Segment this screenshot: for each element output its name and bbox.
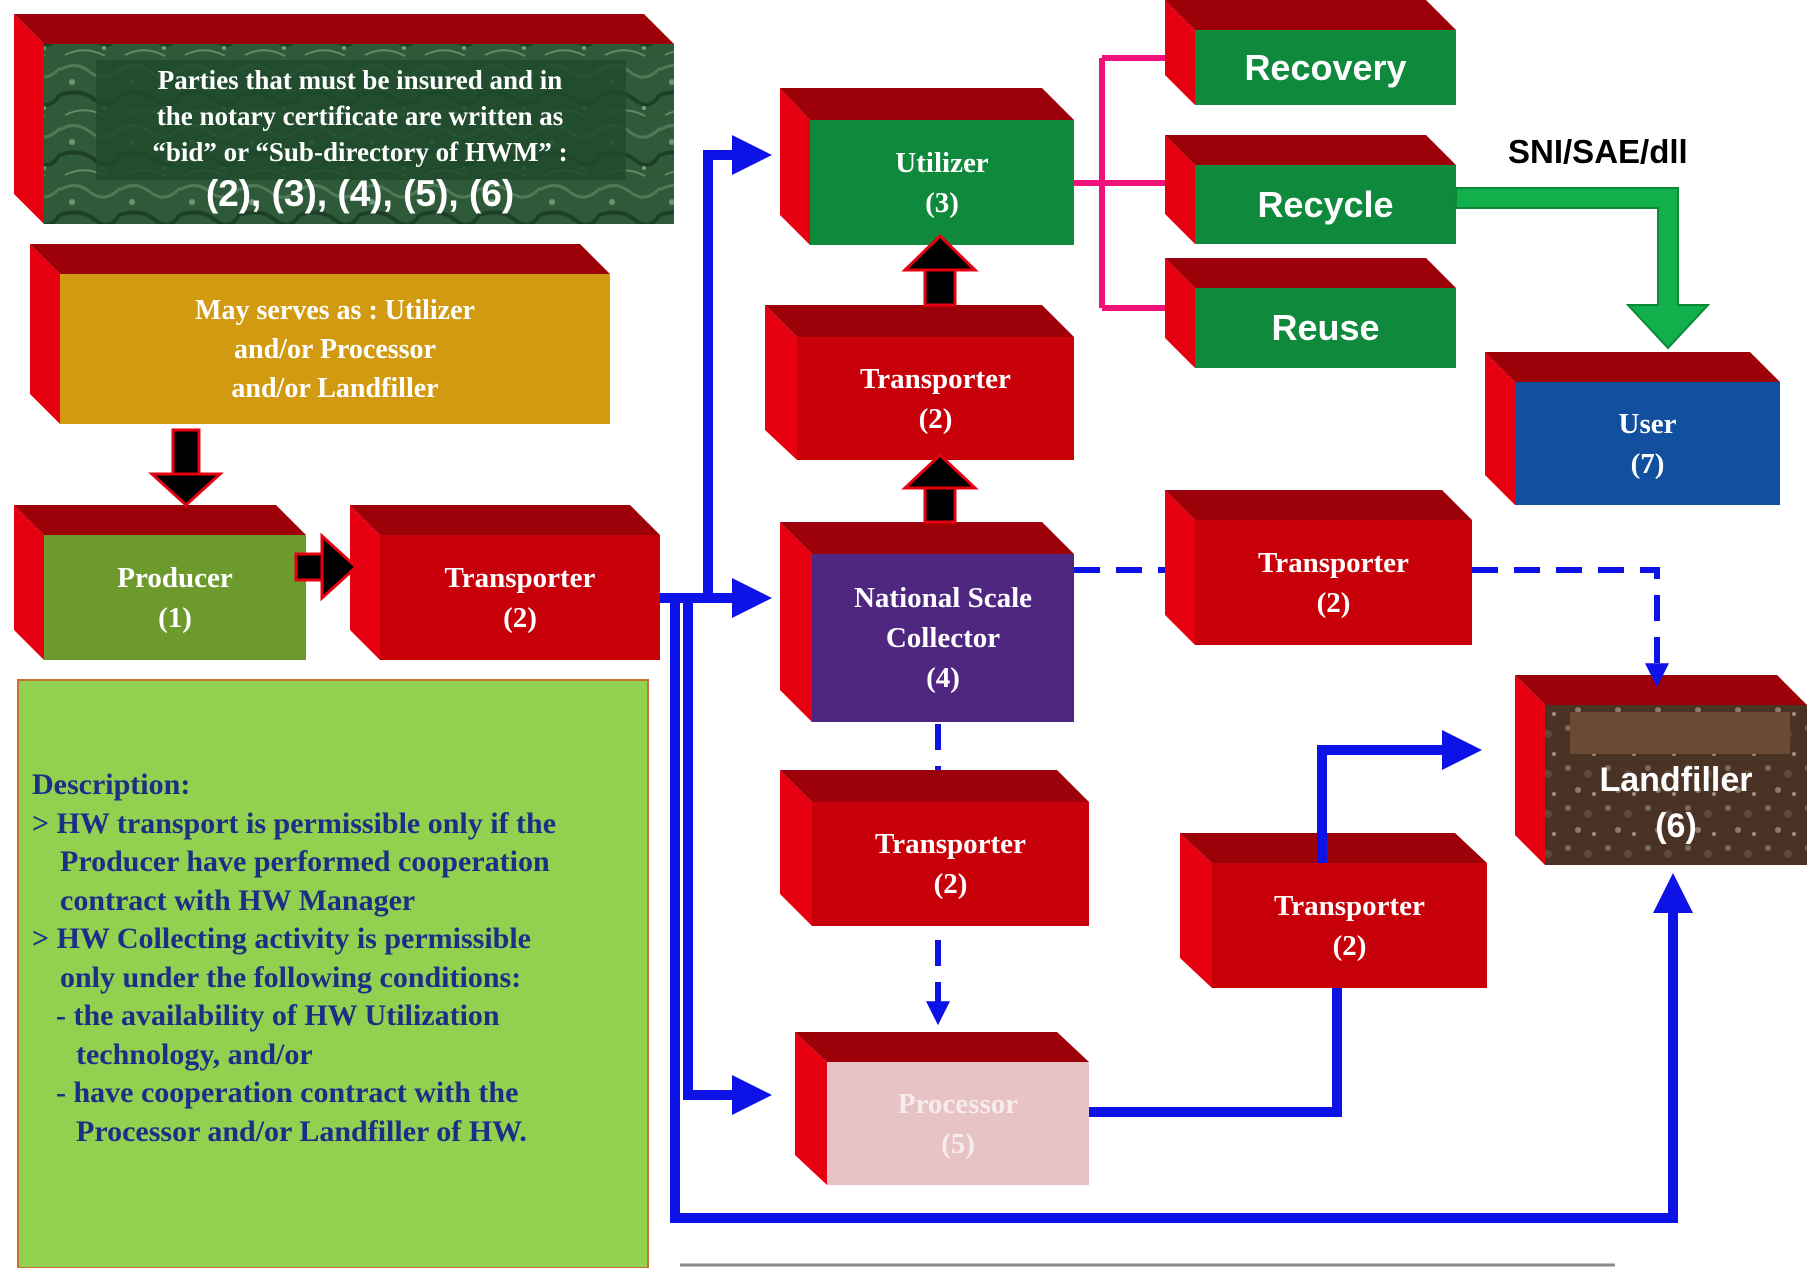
landfiller-name: Landfiller	[1599, 761, 1753, 799]
flows-from-main-transporter	[660, 135, 1693, 1223]
user-label: User (7)	[1515, 382, 1780, 505]
recycle-to-user-arrow	[1455, 187, 1711, 350]
landfiller-label: Landfiller (6)	[1545, 748, 1807, 858]
transporter-upper-code: (2)	[918, 402, 953, 435]
user-box	[1485, 352, 1780, 505]
collector-name-line-2: Collector	[885, 622, 1001, 654]
arrow-collector-to-transporter	[901, 452, 979, 524]
collector-box	[780, 522, 1074, 722]
transporter-main-name: Transporter	[444, 561, 596, 594]
transporter-lower-name: Transporter	[875, 828, 1026, 860]
reuse-label: Reuse	[1195, 288, 1456, 368]
producer-label: Producer (1)	[44, 535, 306, 660]
collector-label: National Scale Collector (4)	[812, 554, 1074, 722]
transporter-bottom-right-name: Transporter	[1274, 889, 1425, 922]
note-line-2: the notary certificate are written as	[156, 101, 564, 131]
description-line-4: > HW Collecting activity is permissible	[32, 922, 531, 955]
arrow-transporter-to-utilizer	[901, 233, 979, 307]
description-line-5: only under the following conditions:	[60, 960, 522, 994]
description-line-9: Processor and/or Landfiller of HW.	[76, 1114, 527, 1148]
transporter-upper-label: Transporter (2)	[797, 337, 1074, 460]
collector-code: (4)	[926, 662, 960, 694]
processor-name: Processor	[897, 1087, 1019, 1120]
note-line-3: “bid” or “Sub-directory of HWM” :	[152, 137, 568, 167]
arrow-producer-to-transporter	[294, 532, 359, 602]
description-box	[17, 679, 649, 1269]
may-serve-line-1: May serves as : Utilizer	[195, 294, 475, 326]
utilizer-output-bracket	[1074, 55, 1165, 311]
note-box-text: Parties that must be insured and in the …	[100, 62, 620, 232]
recovery-label: Recovery	[1195, 30, 1456, 105]
producer-name: Producer	[117, 561, 233, 594]
transporter-main-code: (2)	[503, 601, 537, 634]
landfiller-code: (6)	[1655, 807, 1697, 845]
may-serve-line-2: and/or Processor	[234, 333, 436, 365]
processor-code: (5)	[941, 1127, 975, 1160]
description-line-6: - the availability of HW Utilization	[56, 999, 500, 1032]
producer-box	[14, 505, 306, 660]
user-code: (7)	[1630, 447, 1665, 480]
description-line-8: - have cooperation contract with the	[56, 1076, 519, 1109]
collector-name-line-1: National Scale	[853, 582, 1033, 614]
may-serve-text: May serves as : Utilizer and/or Processo…	[60, 274, 610, 424]
description-line-3: contract with HW Manager	[60, 883, 416, 917]
processor-label: Processor (5)	[827, 1062, 1089, 1185]
transporter-bottom-right-label: Transporter (2)	[1212, 863, 1487, 988]
reuse-box	[1165, 258, 1456, 368]
transporter-main-box	[350, 505, 660, 660]
may-serve-box	[30, 244, 610, 424]
utilizer-name: Utilizer	[895, 146, 989, 179]
note-box	[14, 14, 674, 224]
may-serve-line-3: and/or Landfiller	[231, 372, 439, 404]
transporter-right-label: Transporter (2)	[1195, 520, 1472, 645]
recycle-text: Recycle	[1257, 183, 1394, 225]
recycle-label: Recycle	[1195, 165, 1456, 244]
landfiller-box	[1515, 675, 1807, 865]
processor-box	[795, 1032, 1089, 1185]
description-text: Description: > HW transport is permissib…	[32, 766, 632, 1151]
description-line-2: Producer have performed cooperation	[60, 845, 550, 878]
transporter-main-label: Transporter (2)	[380, 535, 660, 660]
transporter-upper-name: Transporter	[860, 362, 1011, 395]
user-name: User	[1618, 407, 1677, 440]
reuse-text: Reuse	[1271, 307, 1380, 348]
note-line-1: Parties that must be insured and in	[157, 65, 563, 95]
description-line-1: > HW transport is permissible only if th…	[32, 806, 557, 840]
transporter-bottom-right-box	[1180, 833, 1487, 988]
arrow-may-serve-to-producer	[148, 428, 224, 508]
recovery-box	[1165, 0, 1456, 105]
description-line-7: technology, and/or	[76, 1037, 313, 1071]
standard-label: SNI/SAE/dll	[1508, 133, 1688, 170]
recovery-text: Recovery	[1244, 46, 1407, 88]
transporter-right-box	[1165, 490, 1472, 645]
transporter-lower-box	[780, 770, 1089, 926]
transporter-lower-code: (2)	[933, 868, 968, 900]
transporter-lower-label: Transporter (2)	[812, 802, 1089, 926]
transporter-bottom-right-code: (2)	[1332, 929, 1367, 962]
utilizer-label: Utilizer (3)	[810, 120, 1074, 245]
transporter-right-name: Transporter	[1258, 546, 1409, 579]
producer-code: (1)	[158, 601, 192, 634]
utilizer-code: (3)	[925, 186, 959, 219]
dashed-flows	[926, 567, 1669, 1026]
note-codes: (2), (3), (4), (5), (6)	[205, 173, 515, 214]
transporter-right-code: (2)	[1316, 586, 1351, 619]
utilizer-box	[780, 88, 1074, 245]
transporter-upper-box	[765, 305, 1074, 460]
recycle-box	[1165, 135, 1456, 244]
description-heading: Description:	[32, 768, 191, 801]
